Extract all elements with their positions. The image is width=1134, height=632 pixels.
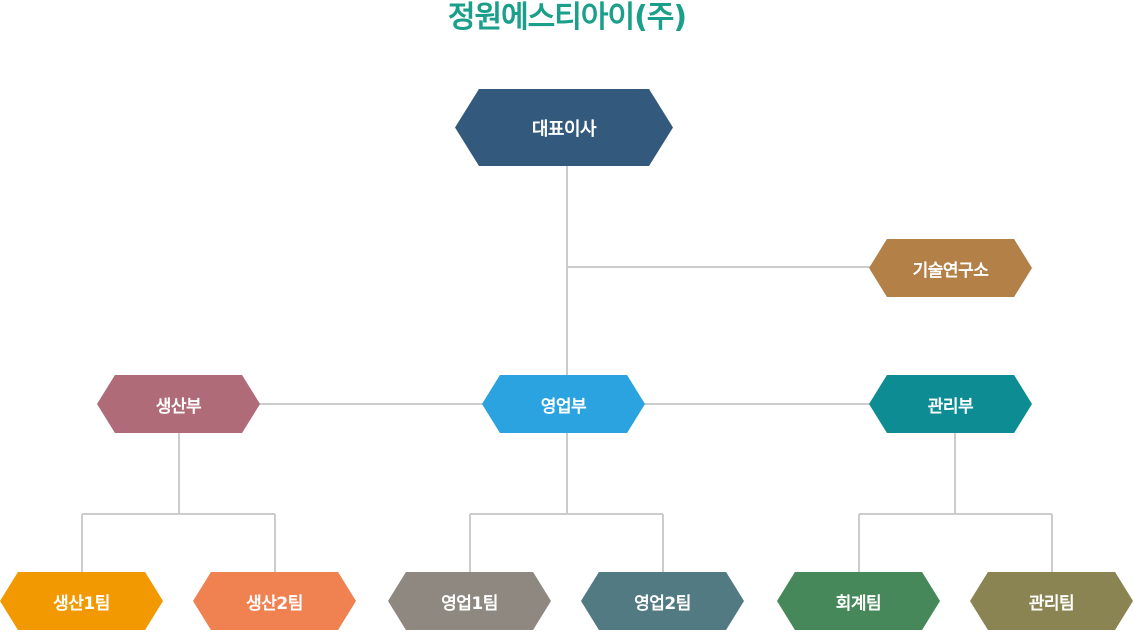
node-accounting-team: 회계팀 (777, 572, 940, 630)
node-sales-team-1: 영업1팀 (388, 572, 551, 630)
node-management-dept: 관리부 (869, 375, 1032, 433)
node-sales-team-2: 영업2팀 (581, 572, 744, 630)
node-lab: 기술연구소 (869, 239, 1032, 297)
node-production-team-1: 생산1팀 (0, 572, 163, 630)
node-ceo: 대표이사 (455, 89, 673, 166)
node-production-dept: 생산부 (97, 375, 260, 433)
node-admin-team: 관리팀 (970, 572, 1133, 630)
node-sales-dept: 영업부 (482, 375, 645, 433)
node-production-team-2: 생산2팀 (193, 572, 356, 630)
org-chart-title: 정원에스티아이(주) (447, 0, 687, 35)
